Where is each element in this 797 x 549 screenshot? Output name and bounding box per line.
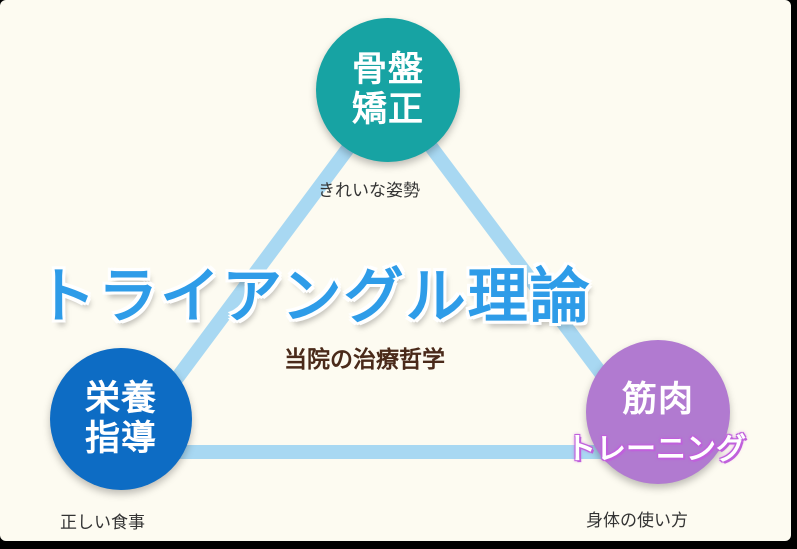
caption-top: きれいな姿勢: [318, 181, 420, 201]
node-left-line1: 栄養: [84, 379, 157, 419]
diagram-subtitle: 当院の治療哲学: [284, 347, 445, 373]
diagram-canvas: 骨盤 矯正 きれいな姿勢 栄養 指導 正しい食事 筋肉 トレーニング 身体の使い…: [0, 0, 791, 541]
node-left-line2: 指導: [84, 419, 157, 459]
node-top-line2: 矯正: [351, 90, 424, 130]
triangle-connector: [115, 85, 667, 459]
diagram-title: トライアングル理論: [36, 262, 592, 332]
node-pelvic-correction: 骨盤 矯正: [316, 18, 460, 162]
node-muscle-training: 筋肉: [586, 340, 730, 484]
node-right-line1: 筋肉: [621, 380, 694, 420]
node-top-line1: 骨盤: [351, 50, 424, 90]
caption-right: 身体の使い方: [586, 511, 688, 531]
node-nutrition-guidance: 栄養 指導: [50, 348, 192, 490]
node-right-line2: トレーニング: [566, 432, 746, 467]
caption-left: 正しい食事: [60, 513, 145, 533]
